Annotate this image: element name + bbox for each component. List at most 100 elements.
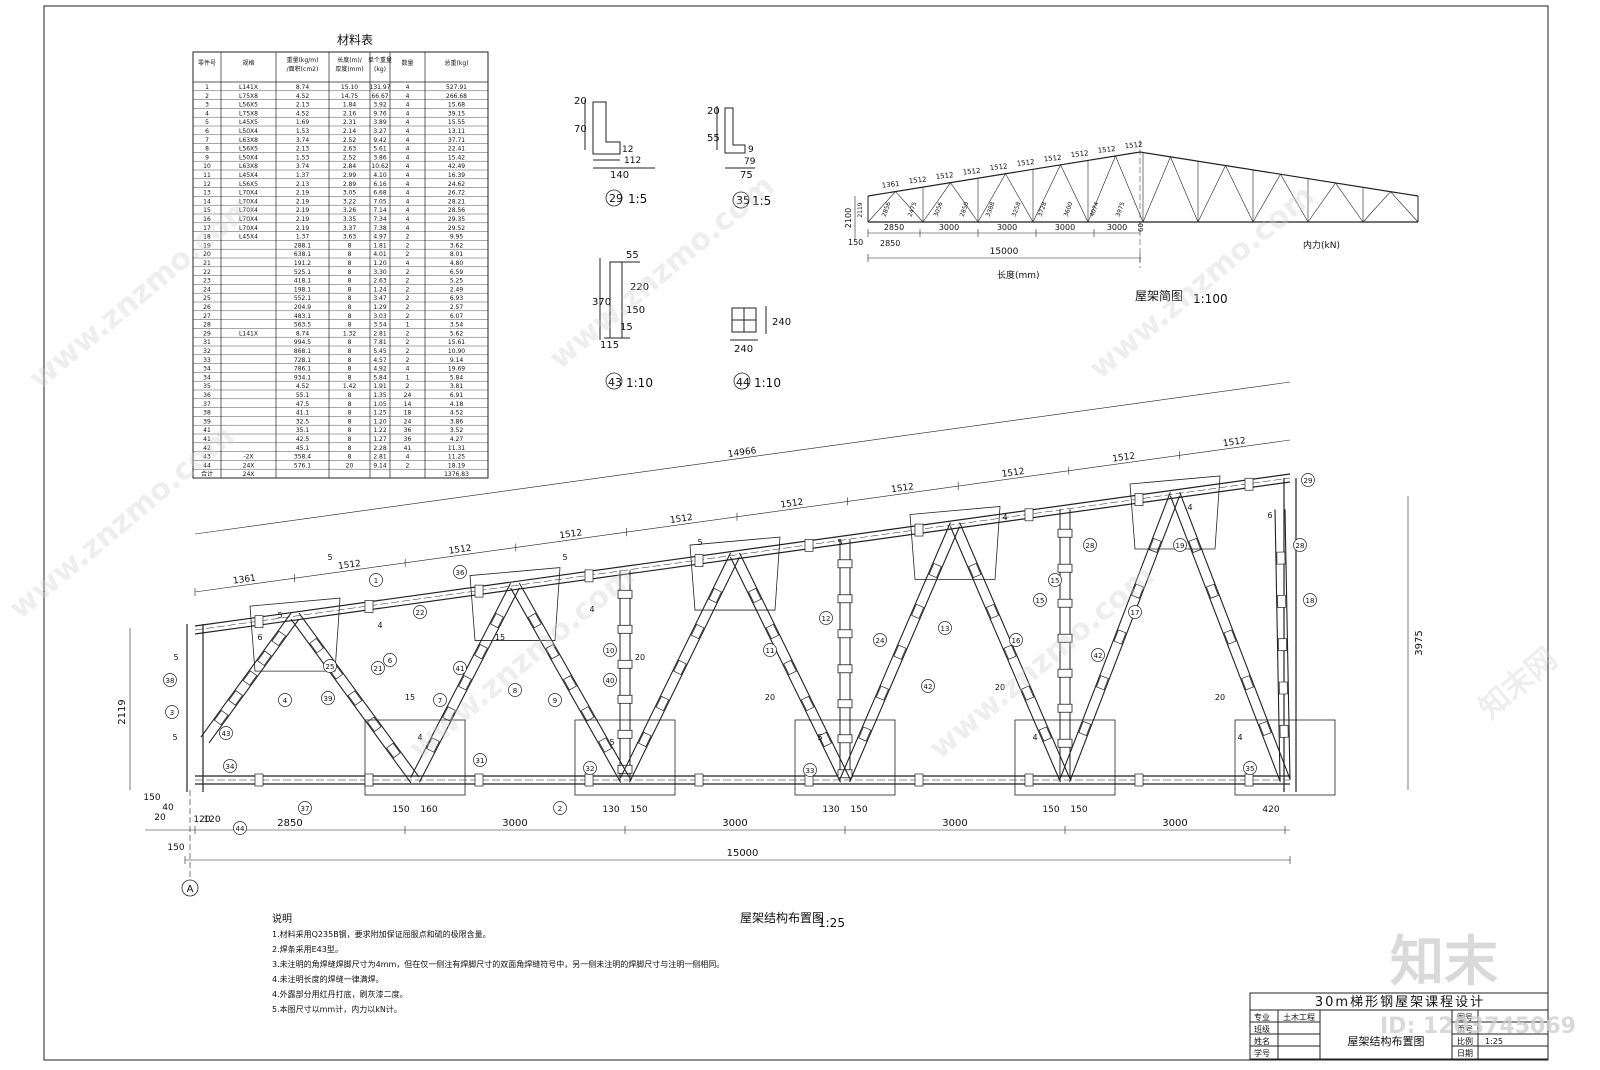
line bbox=[628, 556, 740, 783]
table-cell: 1.84 bbox=[343, 102, 357, 109]
table-cell: 34 bbox=[203, 366, 211, 373]
d35-dim-9: 9 bbox=[748, 145, 754, 155]
table-cell: 4 bbox=[406, 260, 410, 267]
line bbox=[949, 526, 1061, 783]
watermark-site-6: www.znzmo.com bbox=[3, 418, 241, 626]
member-balloon bbox=[371, 661, 385, 675]
table-cell: 1.53 bbox=[296, 154, 310, 161]
filler-plate bbox=[783, 659, 797, 676]
member-balloon-label: 35 bbox=[1246, 765, 1255, 773]
table-header: 厚度(mm) bbox=[335, 65, 363, 73]
truss-title: 屋架结构布置图 bbox=[740, 910, 824, 925]
table-cell: 5.84 bbox=[373, 374, 387, 381]
member-balloon bbox=[233, 821, 247, 835]
bottom-panel-dim: 3000 bbox=[502, 818, 527, 829]
filler-plate bbox=[257, 650, 272, 666]
top-panel-dim: 1512 bbox=[559, 528, 583, 541]
line bbox=[1307, 182, 1336, 223]
sketch-left-dim-150: 150 bbox=[848, 238, 863, 247]
table-cell: 2 bbox=[406, 462, 410, 469]
weld-size: 4 bbox=[1032, 733, 1037, 742]
member-balloon bbox=[548, 693, 562, 707]
table-cell: 525.1 bbox=[294, 269, 311, 276]
table-cell: 4 bbox=[406, 454, 410, 461]
weld-size: 20 bbox=[995, 683, 1005, 692]
table-cell: 2.52 bbox=[343, 137, 357, 144]
d44-dim-height: 240 bbox=[772, 317, 791, 328]
note-4: 4.未注明长度的焊缝一律满焊。 bbox=[272, 974, 384, 984]
table-cell: 29.52 bbox=[448, 225, 465, 232]
table-cell: 8 bbox=[348, 348, 352, 355]
table-cell: 15.42 bbox=[448, 154, 465, 161]
table-cell: 8 bbox=[348, 418, 352, 425]
filler-plate bbox=[748, 587, 762, 604]
tb-major-label: 专业 bbox=[1254, 1012, 1270, 1022]
table-cell: 15.68 bbox=[448, 102, 465, 109]
left-small-dim: 150 bbox=[167, 843, 184, 853]
member-balloon bbox=[803, 763, 817, 777]
filler-plate bbox=[1078, 721, 1092, 737]
member-balloon-label: 8 bbox=[513, 687, 517, 695]
table-cell: L70X4 bbox=[239, 190, 258, 197]
sketch-extra-dim: 2119 bbox=[857, 202, 864, 217]
table-cell: 1.24 bbox=[373, 286, 387, 293]
line bbox=[1362, 191, 1391, 223]
table-cell: 66.67 bbox=[371, 93, 388, 100]
table-cell: 38 bbox=[203, 410, 211, 417]
axis-label: A bbox=[187, 884, 194, 895]
table-cell: 39.15 bbox=[448, 110, 465, 117]
table-cell: 4 bbox=[406, 216, 410, 223]
filler-plate bbox=[985, 603, 999, 619]
sketch-extra-dim: 2850 bbox=[880, 239, 900, 248]
table-cell: 28.21 bbox=[448, 198, 465, 205]
table-cell: 4.01 bbox=[373, 251, 387, 258]
top-panel-dim: 1512 bbox=[669, 513, 693, 526]
member-balloon bbox=[1048, 573, 1062, 587]
bottom-gusset bbox=[1234, 719, 1336, 796]
bottom-gusset bbox=[1014, 719, 1116, 796]
table-cell: 4 bbox=[406, 93, 410, 100]
table-cell: 4 bbox=[406, 119, 410, 126]
table-cell: 26 bbox=[203, 304, 211, 311]
filler-plate bbox=[837, 734, 853, 744]
d43-scale: 1:10 bbox=[626, 376, 653, 390]
table-cell: 1.35 bbox=[373, 392, 387, 399]
table-cell: 8 bbox=[205, 146, 209, 153]
table-cell: 20 bbox=[346, 462, 354, 469]
table-cell: 4 bbox=[406, 207, 410, 214]
detail-44 bbox=[730, 306, 767, 390]
member-balloon bbox=[1303, 593, 1317, 607]
table-cell: 2 bbox=[406, 278, 410, 285]
table-cell: 37.71 bbox=[448, 137, 465, 144]
chord-filler bbox=[584, 773, 594, 787]
table-cell: 3.30 bbox=[373, 269, 387, 276]
filler-plate bbox=[858, 726, 872, 742]
line bbox=[895, 191, 924, 223]
table-cell: 7.81 bbox=[373, 339, 387, 346]
filler-plate bbox=[1277, 594, 1287, 608]
line bbox=[208, 618, 300, 744]
member-balloon bbox=[433, 693, 447, 707]
filler-plate bbox=[837, 664, 853, 674]
filler-plate bbox=[598, 737, 613, 753]
d35-scale: 1:5 bbox=[752, 194, 771, 208]
line bbox=[959, 522, 1071, 779]
table-cell: 1.81 bbox=[373, 242, 387, 249]
table-cell: 8 bbox=[348, 445, 352, 452]
line bbox=[738, 552, 850, 779]
chord-filler bbox=[1024, 773, 1034, 787]
d35-dim-55: 55 bbox=[707, 133, 720, 144]
d43-dim-220: 220 bbox=[630, 282, 649, 293]
weld-size: 6 bbox=[1267, 511, 1272, 520]
note-2: 2.焊条采用E43型。 bbox=[272, 944, 343, 954]
table-cell: 1.22 bbox=[373, 427, 387, 434]
table-cell: L63X8 bbox=[239, 137, 258, 144]
table-header: 总重(kg) bbox=[445, 59, 469, 67]
table-cell: 6.68 bbox=[373, 190, 387, 197]
chord-filler bbox=[914, 773, 924, 787]
weld-size: 5 bbox=[277, 611, 282, 620]
line bbox=[1284, 509, 1291, 780]
member-balloon bbox=[1091, 648, 1105, 662]
table-cell: 3.62 bbox=[450, 242, 464, 249]
